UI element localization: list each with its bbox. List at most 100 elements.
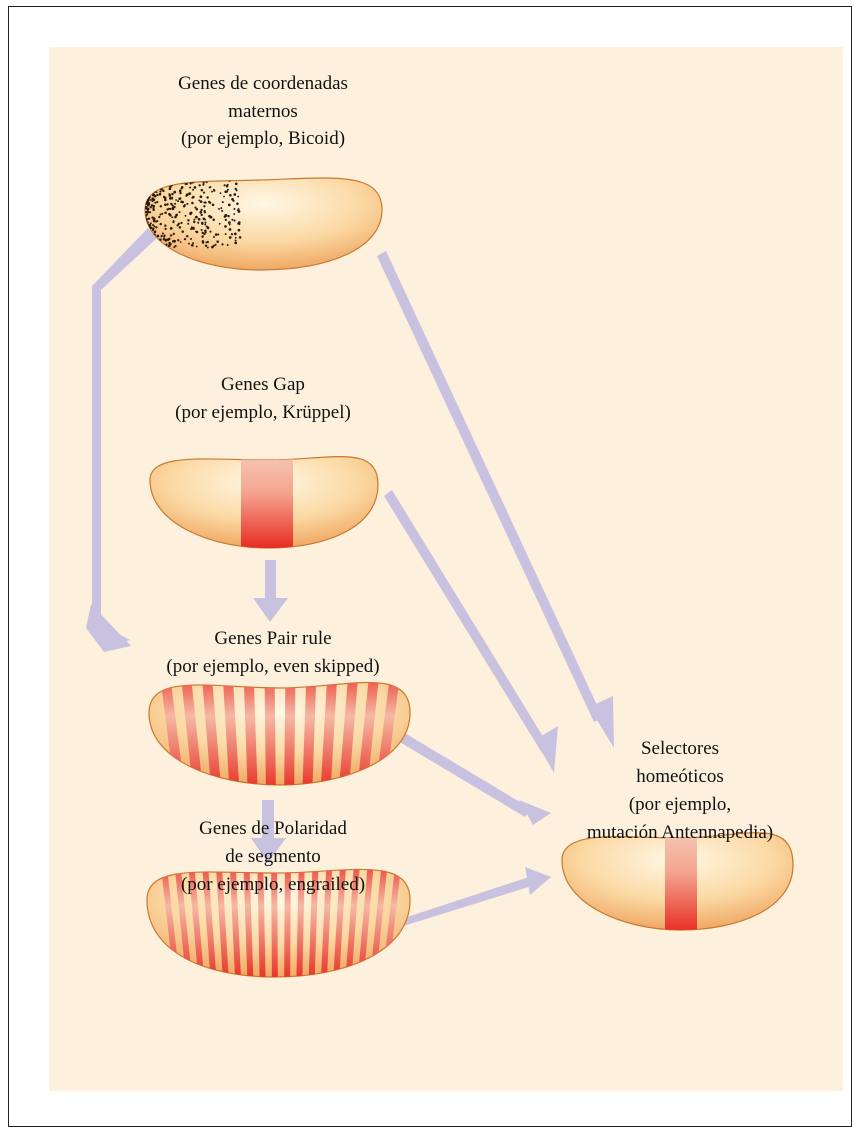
embryo-segment-polarity [147,850,410,990]
bicoid-dot [186,203,188,205]
bicoid-dot [150,181,152,183]
bicoid-dot [221,210,223,212]
bicoid-dot [147,191,150,194]
stripe [264,660,276,800]
bicoid-dot [212,204,215,207]
bicoid-dot [194,186,197,189]
bicoid-dot [174,203,176,205]
bicoid-dot [235,237,237,239]
arrows [86,228,614,928]
bicoid-dot [162,233,164,235]
bicoid-dot [164,212,167,215]
bicoid-dot [160,223,162,225]
bicoid-dot [236,202,239,205]
bicoid-dot [188,192,191,195]
bicoid-dot [147,188,149,190]
bicoid-dot [152,209,154,211]
bicoid-dot [219,223,221,225]
bicoid-dot [185,215,187,217]
stripe [284,660,296,800]
bicoid-dot [200,195,203,198]
bicoid-dot [153,243,155,245]
bicoid-dot [173,206,176,209]
bicoid-dot [215,233,218,236]
bicoid-dot [208,215,211,218]
bicoid-dot [168,183,170,185]
bicoid-dot [148,189,150,191]
bicoid-dot [237,222,239,224]
bicoid-dot [171,198,173,200]
label-segpol-line1: Genes de Polaridad [199,818,347,839]
bicoid-dot [187,219,189,221]
bicoid-dot [201,223,203,225]
bicoid-dot [150,199,152,201]
bicoid-dot [170,227,173,230]
bicoid-dot [166,182,169,185]
arrow-pairrule-to-homeotic [398,732,551,825]
label-pair-rule: Genes Pair rule (por ejemplo, even skipp… [166,628,379,677]
bicoid-dot [171,204,173,206]
bicoid-dot [212,218,215,221]
bicoid-dot [145,193,148,196]
bicoid-dot [149,182,151,184]
bicoid-dot [160,182,163,185]
bicoid-dot [224,184,226,186]
label-pairrule-line2: (por ejemplo, even skipped) [166,656,379,677]
bicoid-dot [224,225,227,228]
bicoid-dot [229,228,232,231]
label-pairrule-line1: Genes Pair rule [214,628,331,649]
bicoid-dot [233,193,236,196]
bicoid-dot [198,199,200,201]
bicoid-dot [145,195,147,197]
label-homeotic-line3: (por ejemplo, [629,794,731,815]
bicoid-dot [203,205,205,207]
bicoid-dot [156,182,158,184]
bicoid-dot [145,191,147,193]
bicoid-dot [205,245,207,247]
bicoid-dot [173,220,175,222]
bicoid-dot [156,179,158,181]
bicoid-dot [204,222,206,224]
bicoid-dot [185,183,187,185]
bicoid-dot [177,239,179,241]
bicoid-dot [164,224,166,226]
bicoid-dot [196,231,199,234]
bicoid-dot [180,241,182,243]
bicoid-dot [160,235,162,237]
bicoid-dot [184,238,186,240]
bicoid-dot [197,222,199,224]
bicoid-dot [222,201,224,203]
bicoid-dot [153,185,155,187]
bicoid-dot [145,192,147,194]
bicoid-dot [199,211,202,214]
bicoid-dot [146,192,148,194]
bicoid-dot [166,203,168,205]
arrow-gap-to-homeotic [384,490,558,773]
bicoid-dot [209,231,211,233]
bicoid-dot [239,236,242,239]
bicoid-dot [233,220,235,222]
bicoid-dot [204,219,206,221]
bicoid-dot [164,199,167,202]
label-segment-polarity: Genes de Polaridad de segmento (por ejem… [181,818,365,895]
bicoid-dot [206,181,208,183]
bicoid-dot [203,182,205,184]
bicoid-dot [226,191,228,193]
bicoid-dot [169,208,171,210]
bicoid-dot [174,216,177,219]
bicoid-dot [180,197,182,199]
bicoid-dot [172,181,174,183]
arrow-segpol-to-homeotic [397,867,551,928]
bicoid-dot [146,188,148,190]
bicoid-dot [237,209,239,211]
bicoid-dot [158,184,160,186]
bicoid-dot [188,243,190,245]
bicoid-dot [202,184,204,186]
embryo-pair-rule [149,660,410,800]
bicoid-dot [153,225,155,227]
bicoid-dot [148,187,150,189]
bicoid-dot [180,222,182,224]
bicoid-dot [154,202,156,204]
bicoid-dot [170,234,172,236]
bicoid-dot [159,213,161,215]
